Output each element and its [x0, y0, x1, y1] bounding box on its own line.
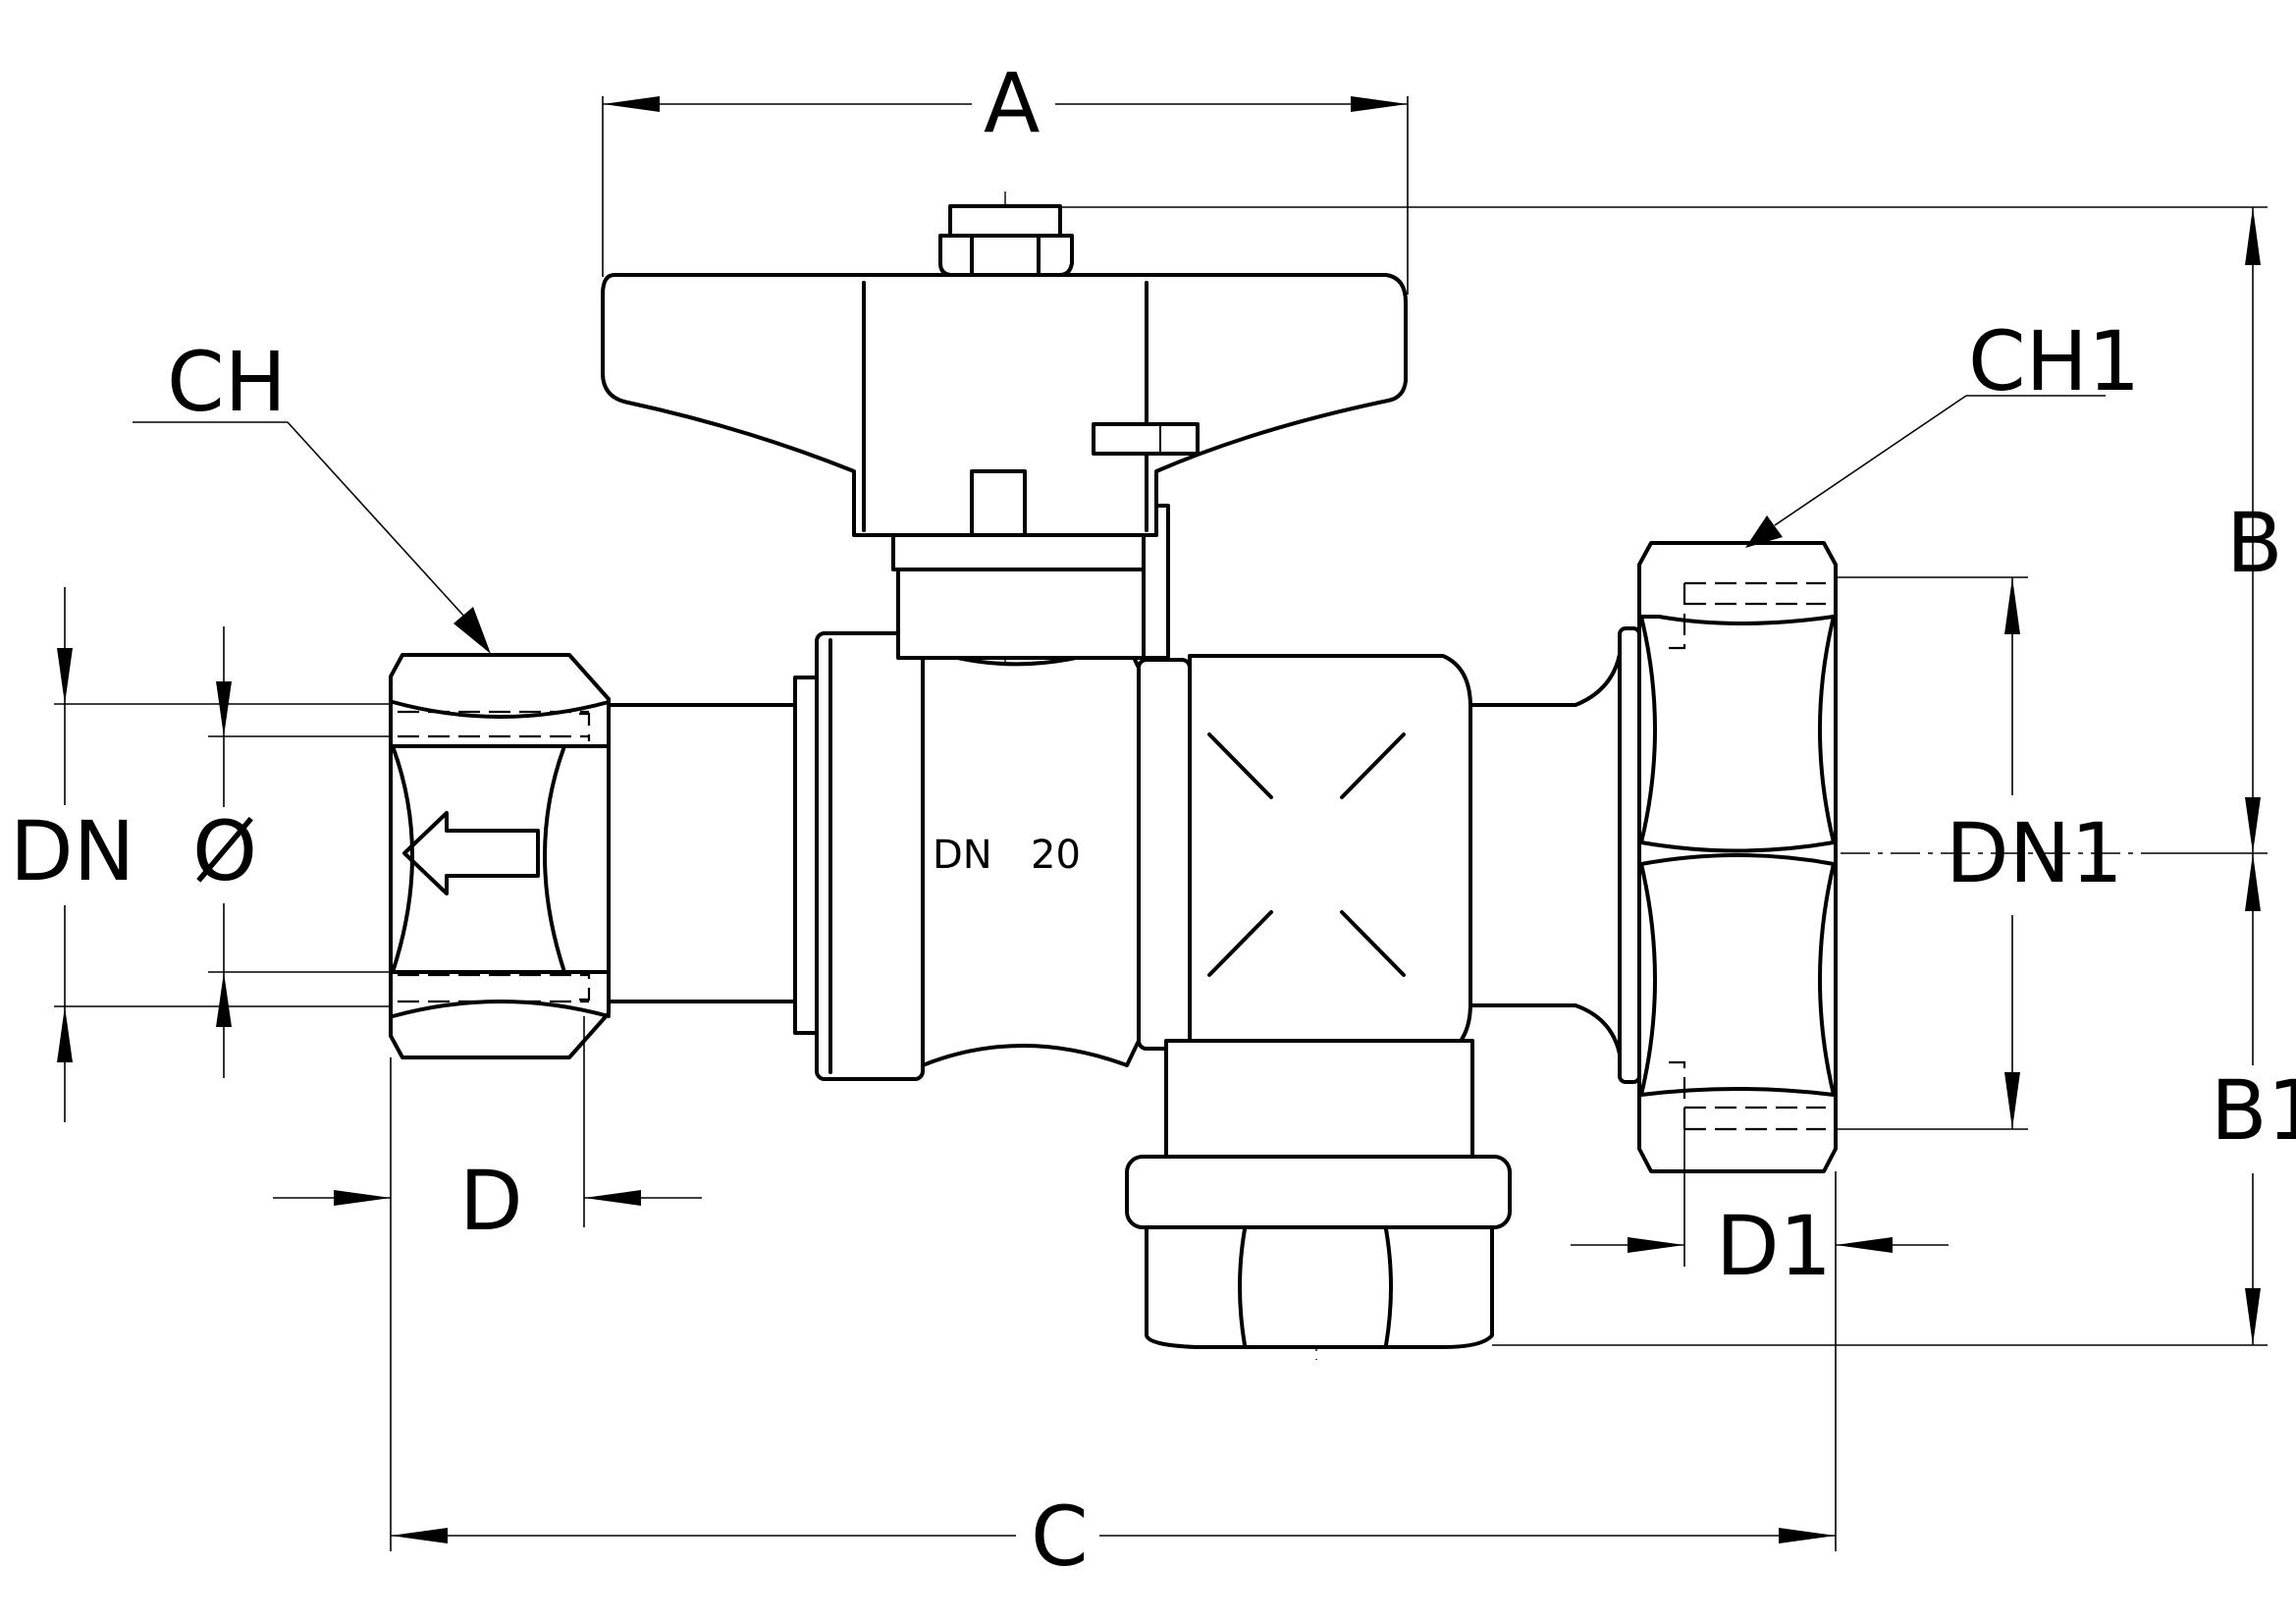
tee-body — [1125, 654, 1512, 1349]
dimension-A: A — [602, 55, 1409, 295]
body-marking-size: 20 — [1031, 833, 1081, 878]
dimension-label-D: D — [459, 1153, 523, 1249]
leader-label-CH1: CH1 — [1968, 313, 2140, 409]
dimension-label-A: A — [984, 55, 1040, 151]
right-union-nut — [1637, 541, 1838, 1173]
right-pipe-neck — [1468, 626, 1641, 1084]
dimension-label-DN1: DN1 — [1946, 805, 2123, 901]
leader-CH: CH — [133, 334, 491, 654]
handle-nut — [938, 204, 1074, 277]
dimension-label-diameter: Ø — [192, 803, 257, 899]
dimension-label-B1: B1 — [2211, 1062, 2296, 1159]
leader-label-CH: CH — [167, 334, 287, 430]
leader-CH1: CH1 — [1745, 313, 2140, 548]
dimension-B1: B1 — [1492, 853, 2296, 1346]
dimension-label-DN: DN — [10, 803, 135, 899]
dimension-C: C — [390, 1057, 1837, 1585]
dimension-label-B: B — [2226, 495, 2283, 591]
dimension-label-C: C — [1031, 1489, 1089, 1585]
left-hex-nut — [389, 653, 611, 1059]
left-pipe-neck — [607, 631, 925, 1081]
dimension-label-D1: D1 — [1716, 1198, 1832, 1294]
stem — [891, 504, 1170, 660]
butterfly-handle — [601, 273, 1408, 537]
flow-direction-arrow-icon — [402, 811, 540, 895]
body-marking-prefix: DN — [933, 833, 992, 878]
dimension-D: D — [273, 1016, 702, 1249]
body-marking: DN 20 — [933, 833, 1081, 878]
dimension-D1: D1 — [1571, 1129, 1949, 1294]
dimension-diameter: Ø — [192, 626, 393, 1078]
dimension-DN1: DN1 — [1838, 576, 2123, 1130]
